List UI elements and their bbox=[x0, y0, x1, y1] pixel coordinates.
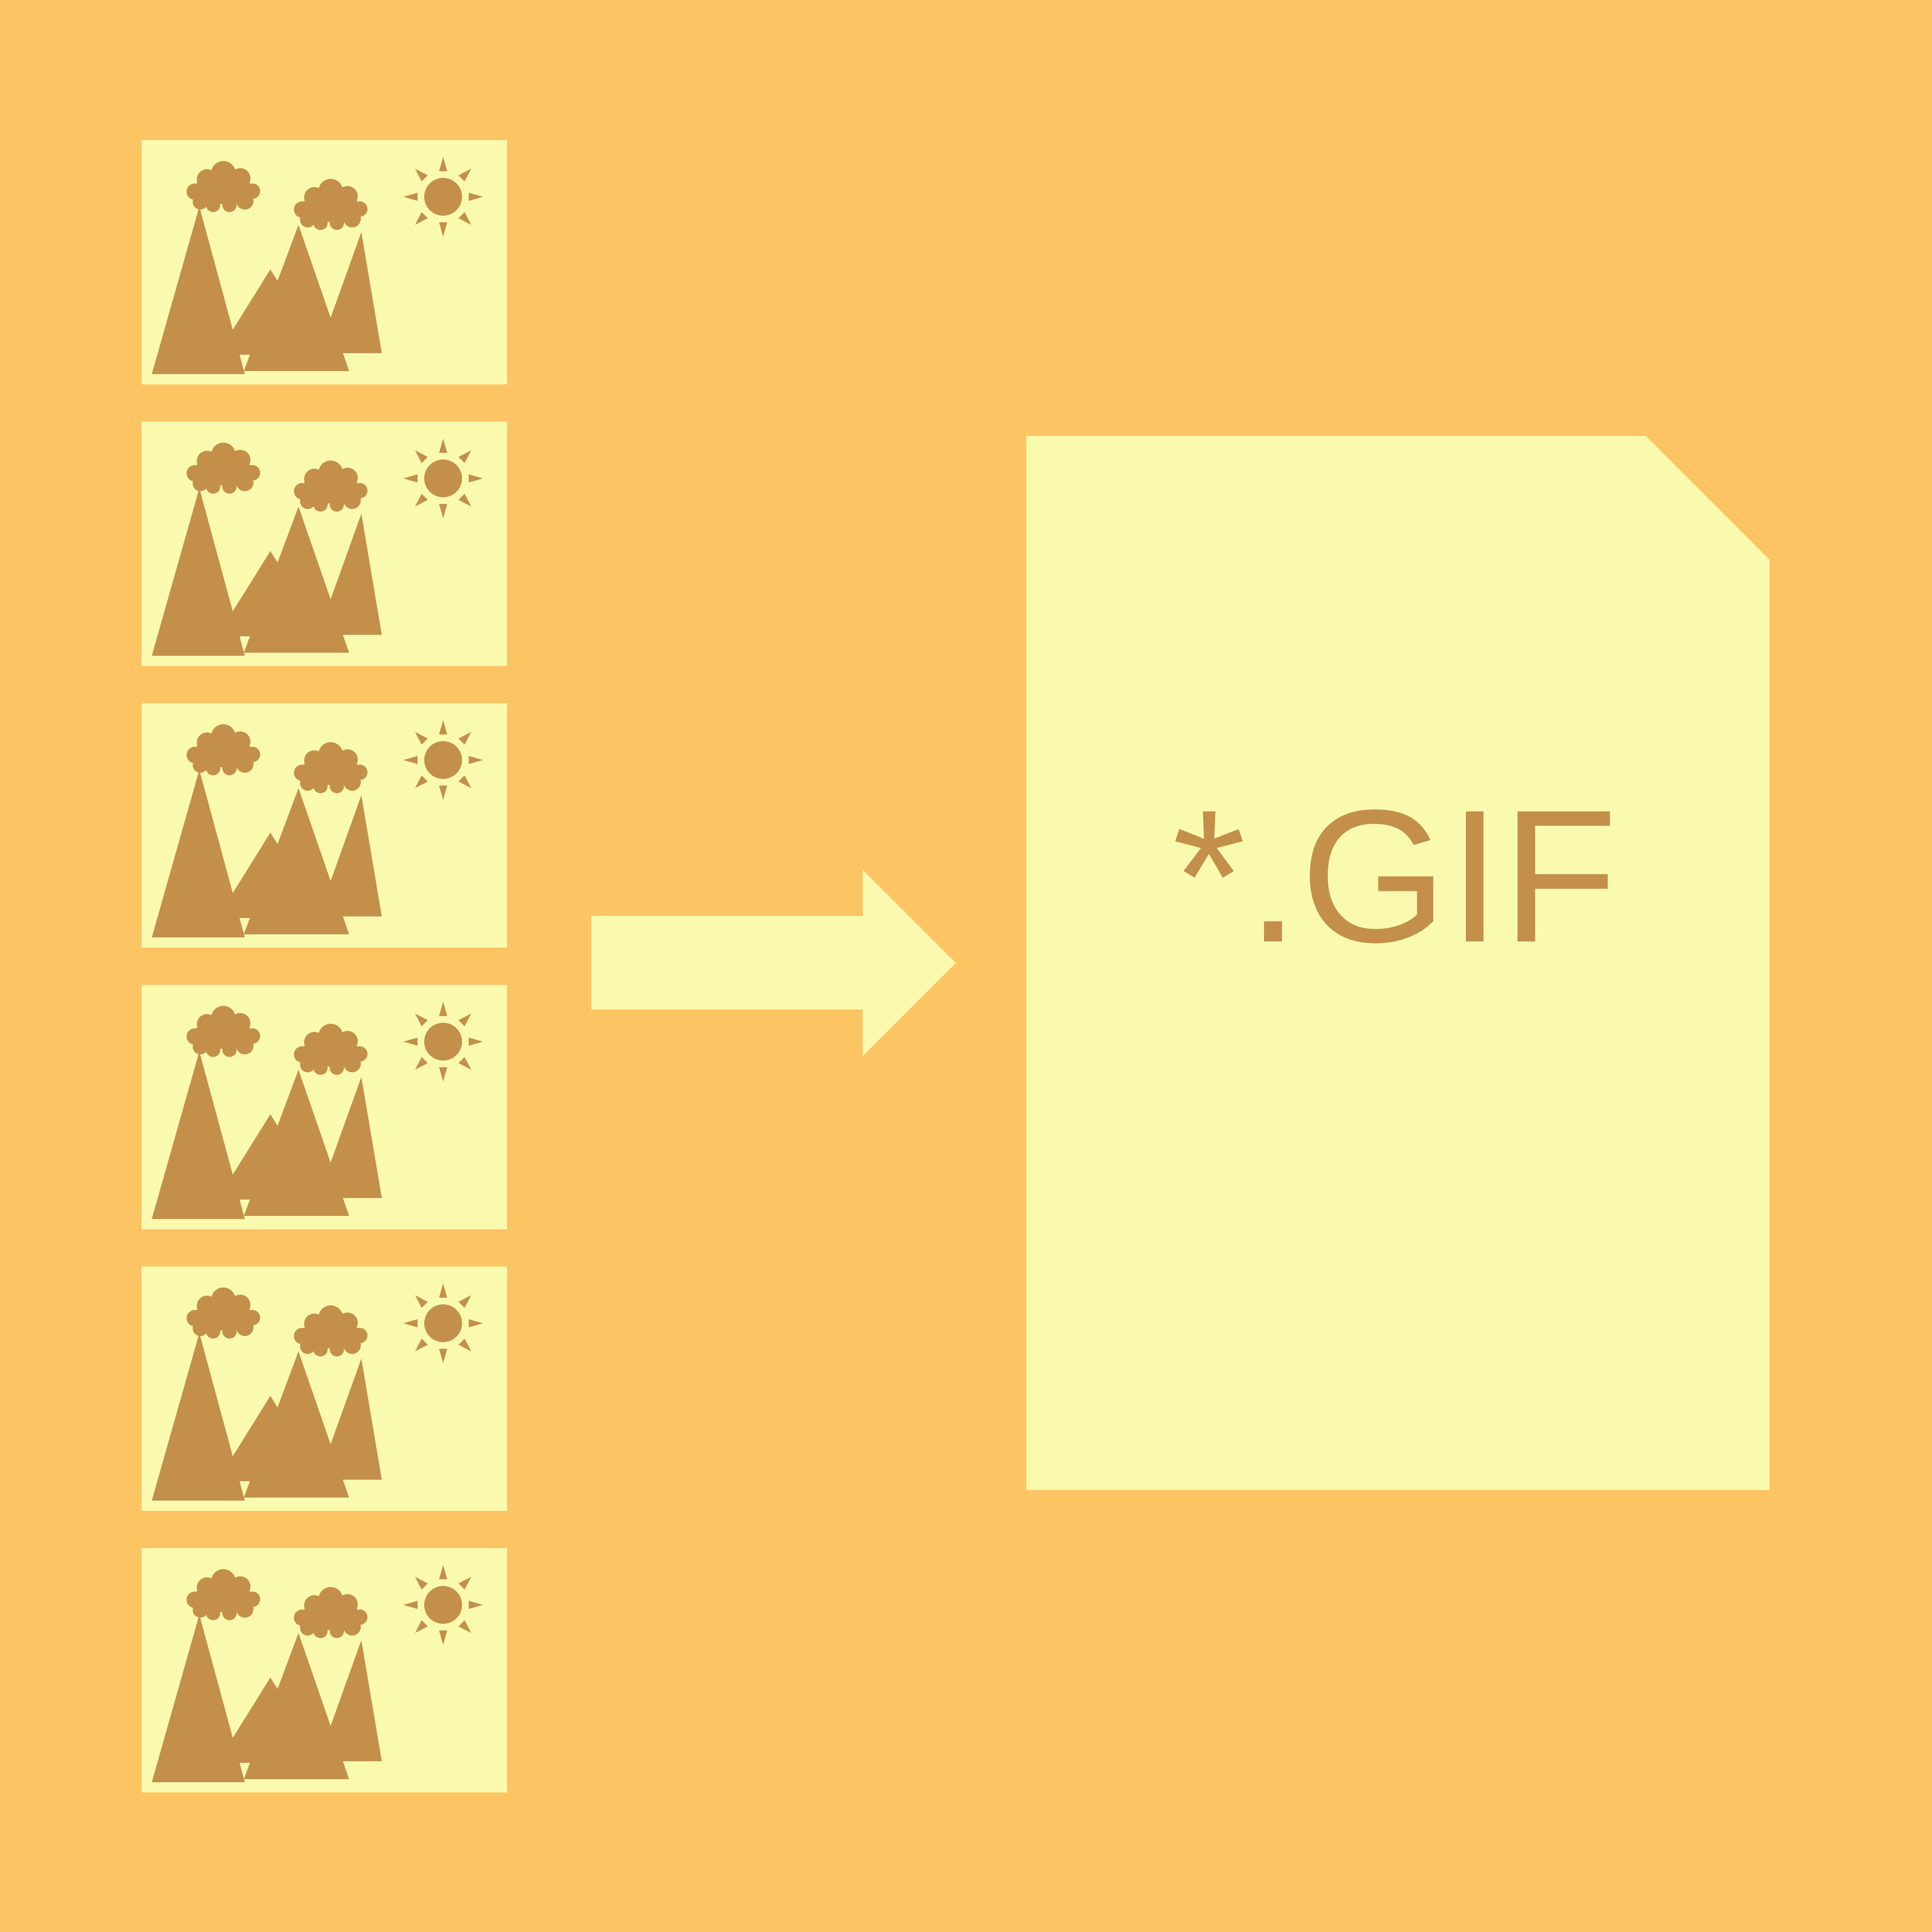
sun-icon bbox=[403, 157, 483, 237]
right-arrow-icon bbox=[591, 870, 956, 1056]
gif-file-label: *.GIF bbox=[1172, 771, 1619, 982]
sun-icon bbox=[403, 1283, 483, 1363]
image-frame bbox=[142, 422, 507, 666]
image-frame bbox=[142, 1267, 507, 1511]
file-icon bbox=[1026, 436, 1769, 1490]
image-frame bbox=[142, 140, 507, 384]
image-frame bbox=[142, 985, 507, 1229]
sun-icon bbox=[403, 1565, 483, 1645]
frame-stack bbox=[142, 140, 507, 1792]
sun-icon bbox=[403, 439, 483, 518]
sun-icon bbox=[403, 720, 483, 800]
sun-icon bbox=[403, 1002, 483, 1082]
image-frame bbox=[142, 703, 507, 948]
image-frame bbox=[142, 1548, 507, 1792]
